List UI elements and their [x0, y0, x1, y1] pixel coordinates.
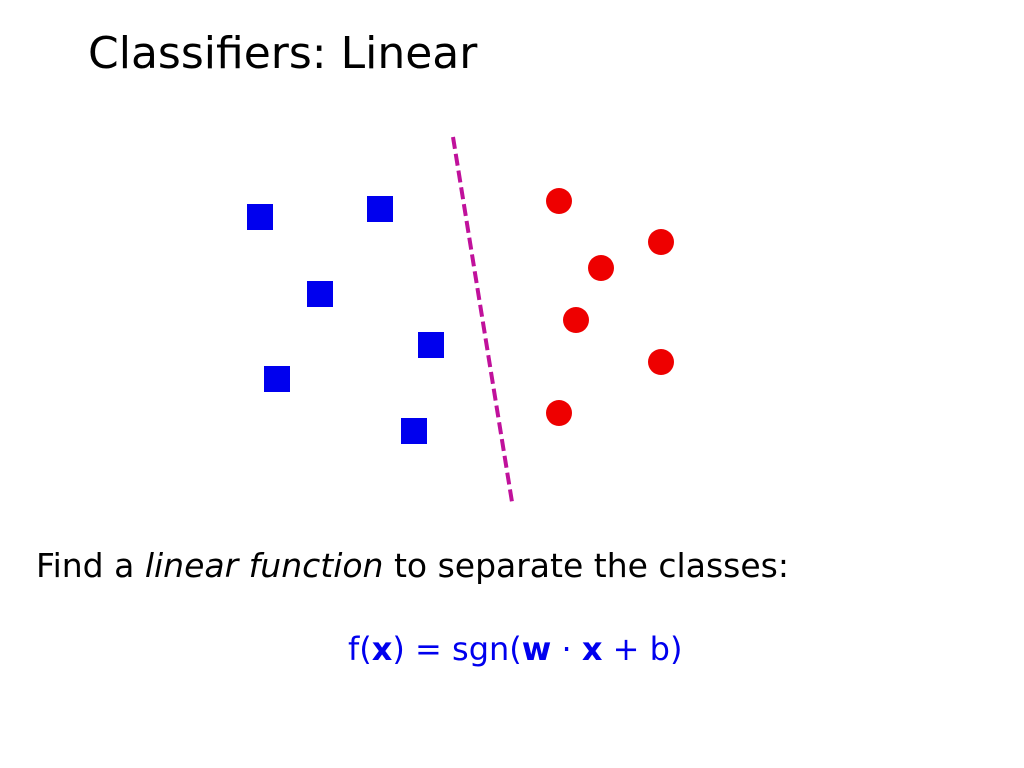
formula-x2-bold: x [581, 630, 603, 668]
formula-dot: · [551, 630, 582, 668]
red-circle-point-2 [648, 229, 674, 255]
formula-plus-b: + b) [602, 630, 683, 668]
blue-square-point-5 [264, 366, 290, 392]
slide-title: Classifiers: Linear [88, 28, 478, 79]
blue-square-point-3 [307, 281, 333, 307]
caption-text-start: Find a [36, 546, 145, 585]
caption-emphasis: linear function [144, 546, 384, 585]
formula-w-bold: w [521, 630, 552, 668]
caption-text-end: to separate the classes: [383, 546, 789, 585]
blue-square-point-2 [367, 196, 393, 222]
red-circle-point-6 [546, 400, 572, 426]
separator-line [451, 136, 514, 503]
blue-square-point-4 [418, 332, 444, 358]
formula: f(x) = sgn(w · x + b) [348, 630, 682, 668]
class-b-points [546, 188, 674, 426]
red-circle-point-1 [546, 188, 572, 214]
formula-f-open: f( [348, 630, 372, 668]
blue-square-point-1 [247, 204, 273, 230]
red-circle-point-5 [648, 349, 674, 375]
formula-x-bold: x [371, 630, 393, 668]
class-a-points [247, 196, 444, 444]
red-circle-point-4 [563, 307, 589, 333]
blue-square-point-6 [401, 418, 427, 444]
red-circle-point-3 [588, 255, 614, 281]
caption: Find a linear function to separate the c… [36, 546, 789, 585]
formula-sgn-open: ) = sgn( [392, 630, 522, 668]
